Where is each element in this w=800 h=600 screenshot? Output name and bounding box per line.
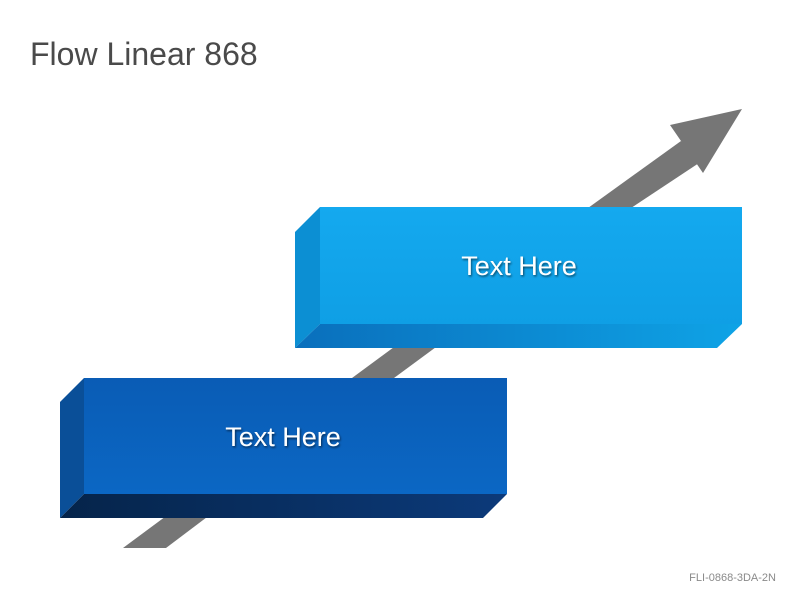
flow-box-lower-front-face: [84, 378, 507, 494]
slide-title: Flow Linear 868: [30, 36, 258, 72]
arrow-upper-shaft: [588, 141, 702, 208]
flow-box-upper-bottom-face: [295, 324, 742, 348]
flow-box-upper-left-face: [295, 207, 320, 348]
flow-box-lower-label: Text Here: [225, 422, 341, 452]
arrow-head-icon: [670, 109, 742, 173]
flow-box-lower-bottom-face: [60, 494, 507, 518]
flow-box-upper-label: Text Here: [461, 251, 577, 281]
slide-code: FLI-0868-3DA-2N: [689, 572, 776, 584]
flow-box-lower-left-face: [60, 378, 84, 518]
flow-box-upper: Text Here: [295, 207, 742, 348]
flow-box-upper-front-face: [320, 207, 742, 324]
flow-box-lower: Text Here: [60, 378, 507, 518]
